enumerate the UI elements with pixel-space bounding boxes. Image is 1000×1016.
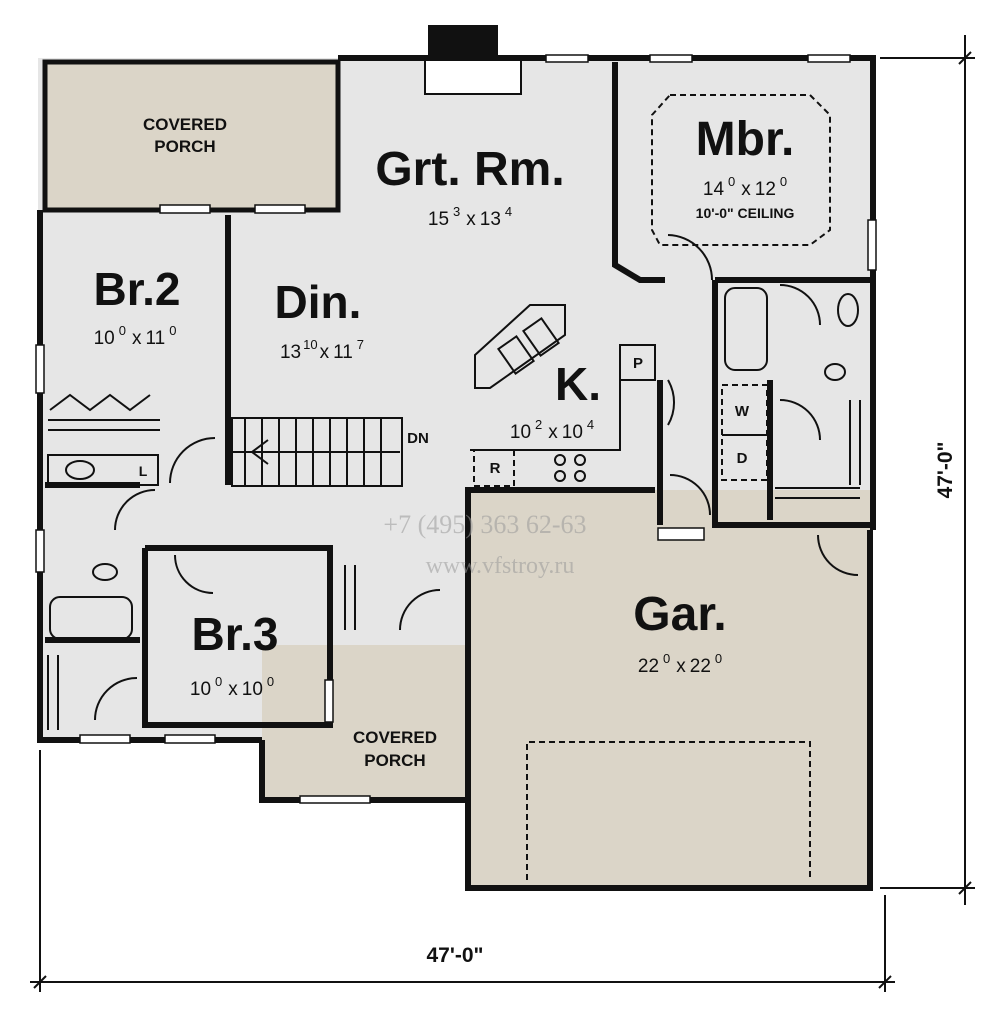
washer-label: W: [735, 403, 750, 420]
hearth: [424, 59, 522, 95]
depth-dimension: 47'-0": [880, 35, 975, 905]
toilet-master: [824, 363, 846, 381]
kitchen-name: K.: [555, 358, 601, 410]
refrigerator: [473, 449, 515, 487]
tray-ceiling: [651, 94, 831, 246]
linen-label: L: [139, 463, 148, 479]
pantry: [470, 344, 656, 451]
bedroom3-name: Br.3: [192, 608, 279, 660]
washer: [721, 384, 768, 436]
width-dimension-label: 47'-0": [427, 944, 484, 967]
great-room-name: Grt. Rm.: [375, 143, 564, 196]
porch-top-label-1: COVERED: [143, 115, 227, 134]
master-name: Mbr.: [696, 113, 795, 166]
dryer-label: D: [737, 450, 748, 467]
sink-hall: [65, 460, 95, 480]
watermark-url: www.vfstroy.ru: [426, 553, 575, 579]
toilet-hall: [92, 563, 118, 581]
bedroom2-name: Br.2: [94, 263, 181, 315]
master-ceiling-note: 10'-0" CEILING: [696, 205, 795, 221]
pantry-label: P: [633, 355, 643, 372]
porch-top-label-2: PORCH: [154, 137, 215, 156]
covered-porch-top: [45, 62, 338, 210]
bathtub-hall: [49, 596, 133, 640]
sink-icon: [496, 335, 536, 375]
garage-door: [526, 741, 811, 880]
porch-bottom-label-1: COVERED: [353, 728, 437, 747]
doors: [94, 234, 859, 721]
garage-floor: [468, 490, 870, 888]
vanity: [47, 454, 159, 486]
depth-dimension-label: 47'-0": [934, 442, 957, 499]
refrigerator-label: R: [490, 460, 501, 477]
width-dimension: 47'-0": [30, 750, 895, 992]
dining-name: Din.: [275, 276, 362, 328]
stairs-down-label: DN: [407, 430, 429, 447]
windows: [35, 54, 877, 804]
garage-name: Gar.: [633, 588, 726, 641]
cooktop-icon: [554, 454, 586, 482]
dryer: [721, 434, 768, 481]
stairs: [231, 417, 403, 487]
sink-master: [837, 293, 859, 327]
closet-rods: [47, 393, 861, 730]
watermark-phone: +7 (495) 363 62-63: [383, 510, 586, 539]
kitchen-island: [474, 304, 566, 389]
bathtub-master: [724, 287, 768, 371]
porch-bottom-label-2: PORCH: [364, 751, 425, 770]
